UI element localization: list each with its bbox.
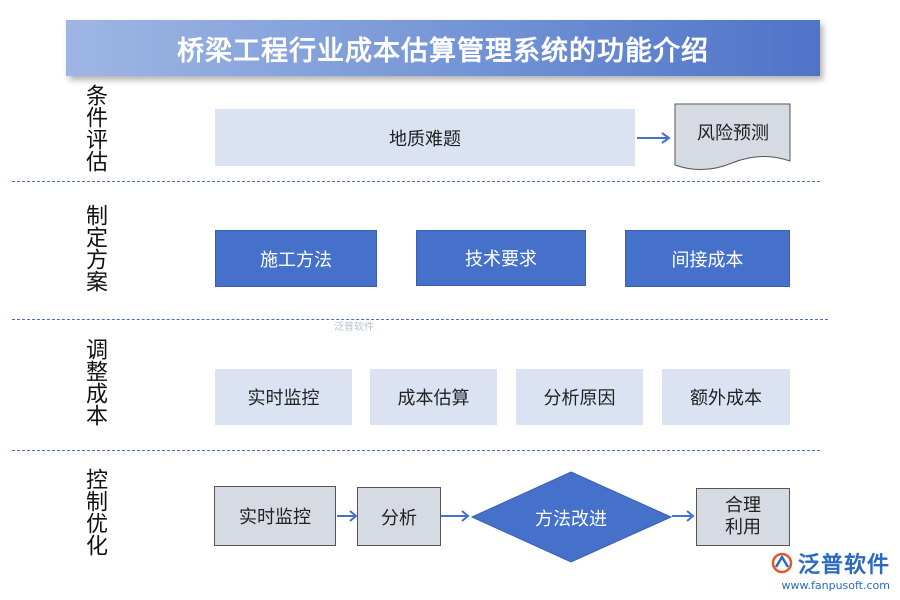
center-watermark: 泛普软件 <box>334 322 374 333</box>
reasonable-use-line2: 利用 <box>725 517 761 538</box>
box-step-monitor: 实时监控 <box>214 486 336 546</box>
box-step-analyze: 分析 <box>357 487 441 546</box>
brand-logo-icon <box>771 552 793 574</box>
box-reasonable-use: 合理 利用 <box>696 488 790 546</box>
diamond-shape <box>471 471 672 563</box>
arrow-step1 <box>337 510 358 522</box>
box-cost-estimate: 成本估算 <box>370 369 497 425</box>
section-label-control: 控制优化 <box>82 468 107 556</box>
box-extra-cost: 额外成本 <box>662 369 790 425</box>
divider-2 <box>12 319 828 320</box>
divider-1 <box>12 181 820 182</box>
document-shape-risk <box>674 103 791 170</box>
arrow-step2 <box>441 510 470 522</box>
box-geology-problem: 地质难题 <box>215 109 635 166</box>
section-label-condition: 条件评估 <box>82 84 107 172</box>
box-realtime-monitor: 实时监控 <box>215 369 352 425</box>
section-label-adjust: 调整成本 <box>82 338 107 426</box>
risk-forecast-label: 风险预测 <box>697 123 769 144</box>
box-technical-requirements: 技术要求 <box>416 230 586 286</box>
box-indirect-cost: 间接成本 <box>625 230 790 287</box>
title-banner: 桥梁工程行业成本估算管理系统的功能介绍 <box>66 20 820 76</box>
brand-watermark: 泛普软件 www.fanpusoft.com <box>770 547 890 592</box>
brand-url: www.fanpusoft.com <box>781 579 890 592</box>
arrow-step3 <box>672 510 695 522</box>
brand-name: 泛普软件 <box>797 553 890 578</box>
box-analyze-cause: 分析原因 <box>516 369 643 425</box>
reasonable-use-line1: 合理 <box>725 495 761 516</box>
arrow-row1 <box>637 132 671 144</box>
divider-3 <box>12 450 820 451</box>
diamond-method-improve: 方法改进 <box>535 509 607 530</box>
box-construction-method: 施工方法 <box>215 230 377 287</box>
page-title: 桥梁工程行业成本估算管理系统的功能介绍 <box>177 35 709 67</box>
section-label-plan: 制定方案 <box>82 204 107 292</box>
